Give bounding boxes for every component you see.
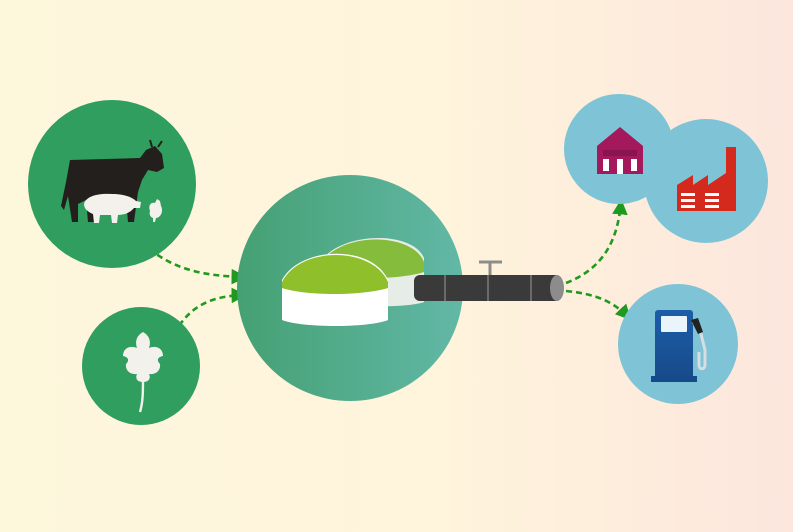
edge-digester-to-heat-power [565, 198, 628, 285]
edge-digester-to-fuel [565, 289, 632, 321]
chicken-icon [149, 199, 163, 222]
fuel-pump-icon [651, 310, 707, 382]
digester-node [237, 175, 564, 401]
plants-node [82, 307, 200, 425]
factory-icon [677, 147, 736, 211]
heat-power-node [564, 94, 768, 243]
edge-plants-to-digester [172, 287, 248, 335]
pig-icon [84, 193, 141, 223]
house-icon [597, 127, 643, 174]
livestock-node [28, 100, 196, 268]
digester-tank-icon [282, 237, 424, 326]
gas-pipe-icon [414, 260, 564, 301]
fuel-node [618, 284, 738, 404]
leaf-icon [123, 332, 163, 413]
